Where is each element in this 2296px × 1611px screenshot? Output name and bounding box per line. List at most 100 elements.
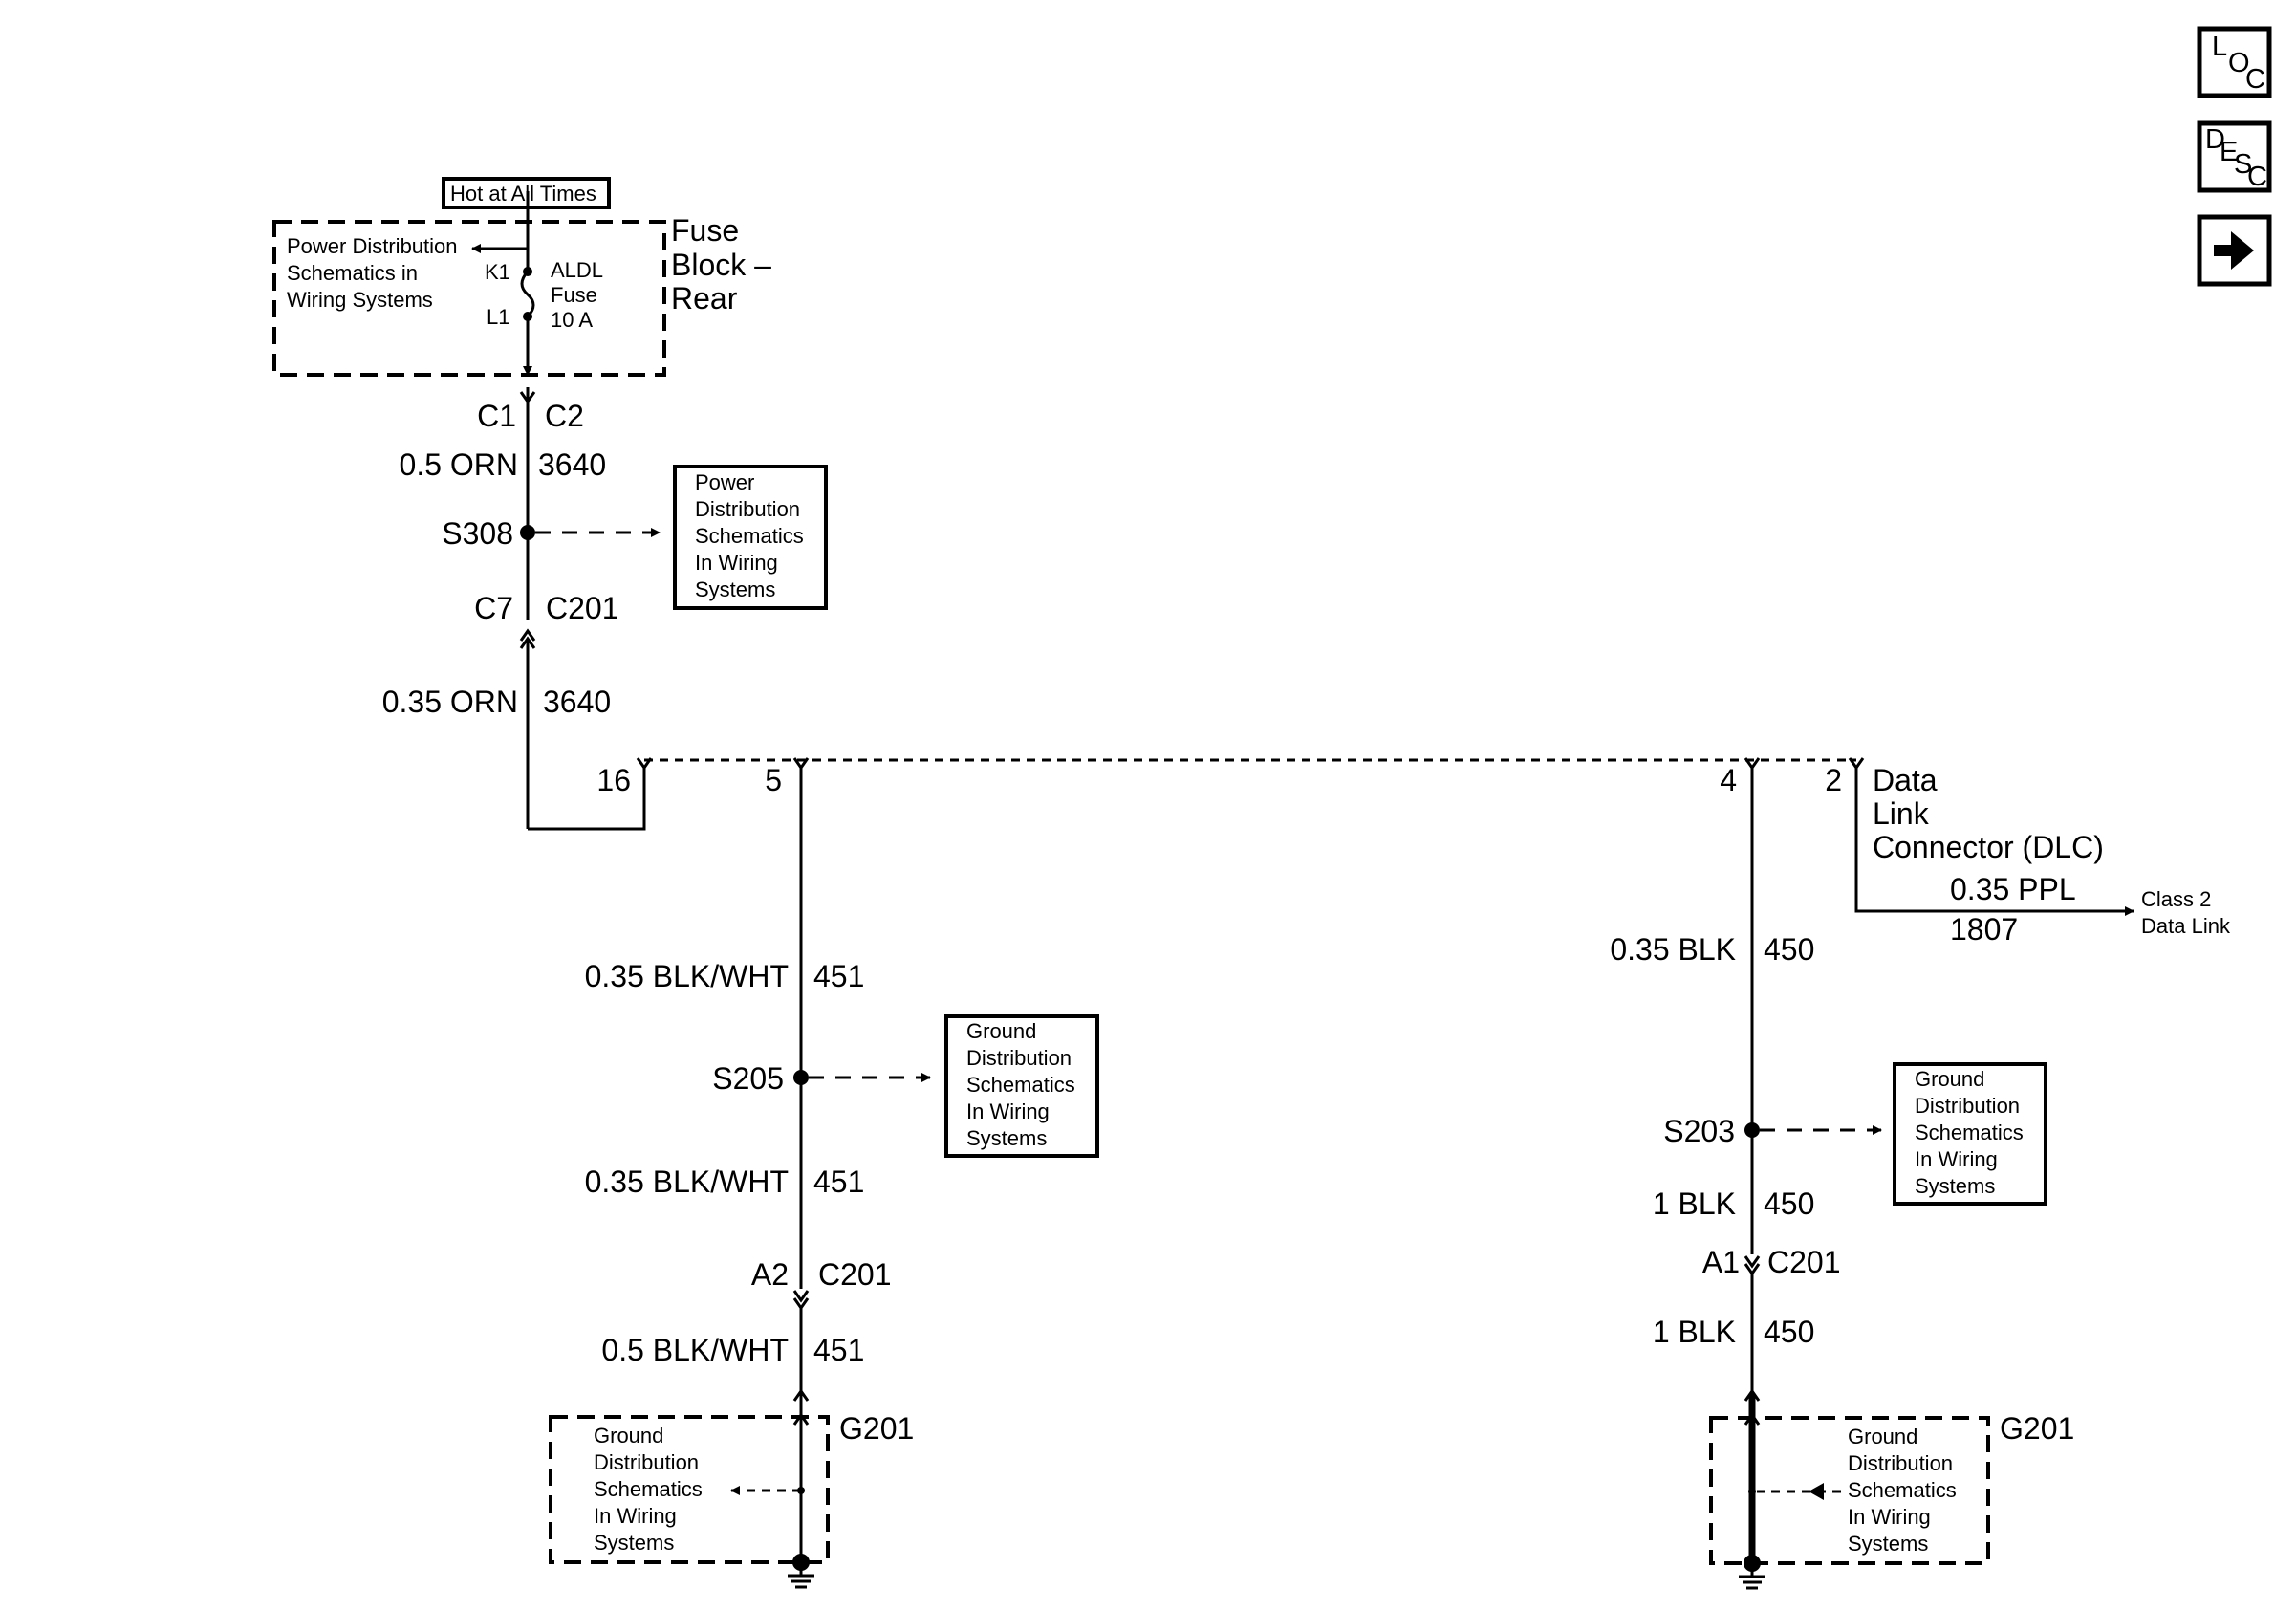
s308-power-ref-box: Power Distribution Schematics In Wiring … [673,465,828,610]
desc-letter-s: S [2234,149,2252,180]
fuse-power-ref-line2: Schematics in [287,261,418,285]
right-ground-ref-line5: Systems [1848,1532,1928,1556]
terminal-l1-label: L1 [487,305,509,329]
s205-ref-line3: Schematics [966,1073,1075,1097]
desc-letter-d: D [2205,124,2225,155]
fuse-power-ref-line1: Power Distribution [287,234,458,258]
s205-ref-line2: Distribution [966,1046,1072,1070]
dlc-pin-2-label: 2 [1825,763,1842,797]
left-wire2-circuit: 451 [813,1165,864,1199]
left-wire1-circuit: 451 [813,959,864,993]
splice-s308 [520,525,535,540]
loc-letter-l: L [2212,32,2227,62]
left-ground-g201-box [549,1415,830,1564]
s205-ref-line4: In Wiring [966,1099,1050,1123]
left-ground-ref-line2: Distribution [594,1450,699,1474]
s203-ground-ref-box: Ground Distribution Schematics In Wiring… [1893,1062,2047,1206]
left-wire2-size-color: 0.35 BLK/WHT [585,1165,789,1199]
s203-ref-line3: Schematics [1915,1121,2024,1144]
dlc-pin-4-label: 4 [1720,763,1737,797]
dlc-name-line1: Data [1873,763,1938,797]
desc-letter-e: E [2220,137,2238,167]
left-ground-ref-line5: Systems [594,1531,674,1555]
connector-c201-right-label: C201 [1767,1245,1841,1279]
connector-a1-label: A1 [1702,1245,1740,1279]
fuse-power-ref-line3: Wiring Systems [287,288,433,312]
right-ground-g201-label: G201 [2000,1411,2074,1446]
class2-dest-line2: Data Link [2141,914,2231,938]
loc-letter-c: C [2245,64,2265,95]
wire-orn-035-size-color: 0.35 ORN [382,685,518,719]
left-ground-symbol [788,1554,814,1589]
fuse-block-name-line3: Rear [671,281,738,316]
right-ground-symbol [1739,1555,1765,1590]
s205-ref-line5: Systems [966,1126,1047,1150]
connector-a1-c201-symbol [1744,1255,1761,1276]
right-ground-g201-box [1709,1416,1990,1565]
dlc-pin-16-label: 16 [596,763,631,797]
splice-s308-label: S308 [442,516,513,551]
right-ground-ref-line3: Schematics [1848,1478,1957,1502]
connector-c201-left-label: C201 [818,1257,892,1292]
left-ground-ref-line4: In Wiring [594,1504,677,1528]
s203-ref-line5: Systems [1915,1174,1995,1198]
left-ground-g201-label: G201 [839,1411,914,1446]
connector-a2-c201-symbol [792,1290,810,1311]
splice-s205 [793,1070,809,1085]
s205-ground-ref-box: Ground Distribution Schematics In Wiring… [944,1014,1099,1158]
left-ground-ref-line3: Schematics [594,1477,703,1501]
wire-orn-05-size-color: 0.5 ORN [400,447,518,482]
s203-ref-line2: Distribution [1915,1094,2020,1118]
connector-a2-label: A2 [751,1257,789,1292]
wire-orn-035-circuit: 3640 [543,685,611,719]
right-wire1-size-color: 0.35 BLK [1610,932,1736,967]
left-wire1-size-color: 0.35 BLK/WHT [585,959,789,993]
s203-ref-line4: In Wiring [1915,1147,1998,1171]
connector-c201-top-label: C201 [546,591,619,625]
loc-letter-o: O [2228,48,2250,78]
right-wire1-circuit: 450 [1764,932,1814,967]
splice-s205-label: S205 [712,1061,784,1096]
dlc-name-line2: Link [1873,796,1930,831]
loc-button[interactable]: L O C [2197,26,2272,98]
splice-s203 [1744,1122,1760,1138]
fuse-block-name-line2: Block – [671,248,771,282]
right-ground-ref-line1: Ground [1848,1425,1917,1448]
s203-ref-line1: Ground [1915,1067,1984,1091]
wire-class2-circuit: 1807 [1950,912,2018,947]
wire-orn-05-circuit: 3640 [538,447,606,482]
wire-class2-ppl [1854,768,2134,916]
fuse-name-line1: ALDL [551,258,603,282]
right-wire3-size-color: 1 BLK [1653,1315,1736,1349]
class2-dest-line1: Class 2 [2141,887,2211,911]
s308-ref-line3: Schematics [695,524,804,548]
left-wire3-circuit: 451 [813,1333,864,1367]
right-ground-ref-line2: Distribution [1848,1451,1953,1475]
dlc-name-line3: Connector (DLC) [1873,830,2104,864]
right-wire2-size-color: 1 BLK [1653,1186,1736,1221]
right-wire2-circuit: 450 [1764,1186,1814,1221]
next-button[interactable] [2197,214,2272,287]
fuse-block-outline [272,220,666,377]
fuse-block-name-line1: Fuse [671,213,739,248]
s308-ref-line1: Power [695,470,754,494]
s308-ref-line2: Distribution [695,497,800,521]
desc-button[interactable]: D E S C [2197,120,2272,193]
connector-c2-label: C2 [545,399,584,433]
right-arrow-icon [2214,231,2254,270]
left-ground-ref-line1: Ground [594,1424,663,1448]
dlc-pin-5-label: 5 [765,763,782,797]
desc-letter-c: C [2247,162,2267,192]
right-ground-ref-line4: In Wiring [1848,1505,1931,1529]
fuse-rating-label: 10 A [551,308,593,332]
s308-ref-line4: In Wiring [695,551,778,575]
fuse-name-line2: Fuse [551,283,597,307]
wire-class2-size-color: 0.35 PPL [1950,872,2076,906]
left-wire3-size-color: 0.5 BLK/WHT [601,1333,789,1367]
s205-ref-line1: Ground [966,1019,1036,1043]
aldl-fuse-symbol [520,271,535,318]
terminal-k1-label: K1 [485,260,510,284]
splice-s203-label: S203 [1663,1114,1735,1148]
